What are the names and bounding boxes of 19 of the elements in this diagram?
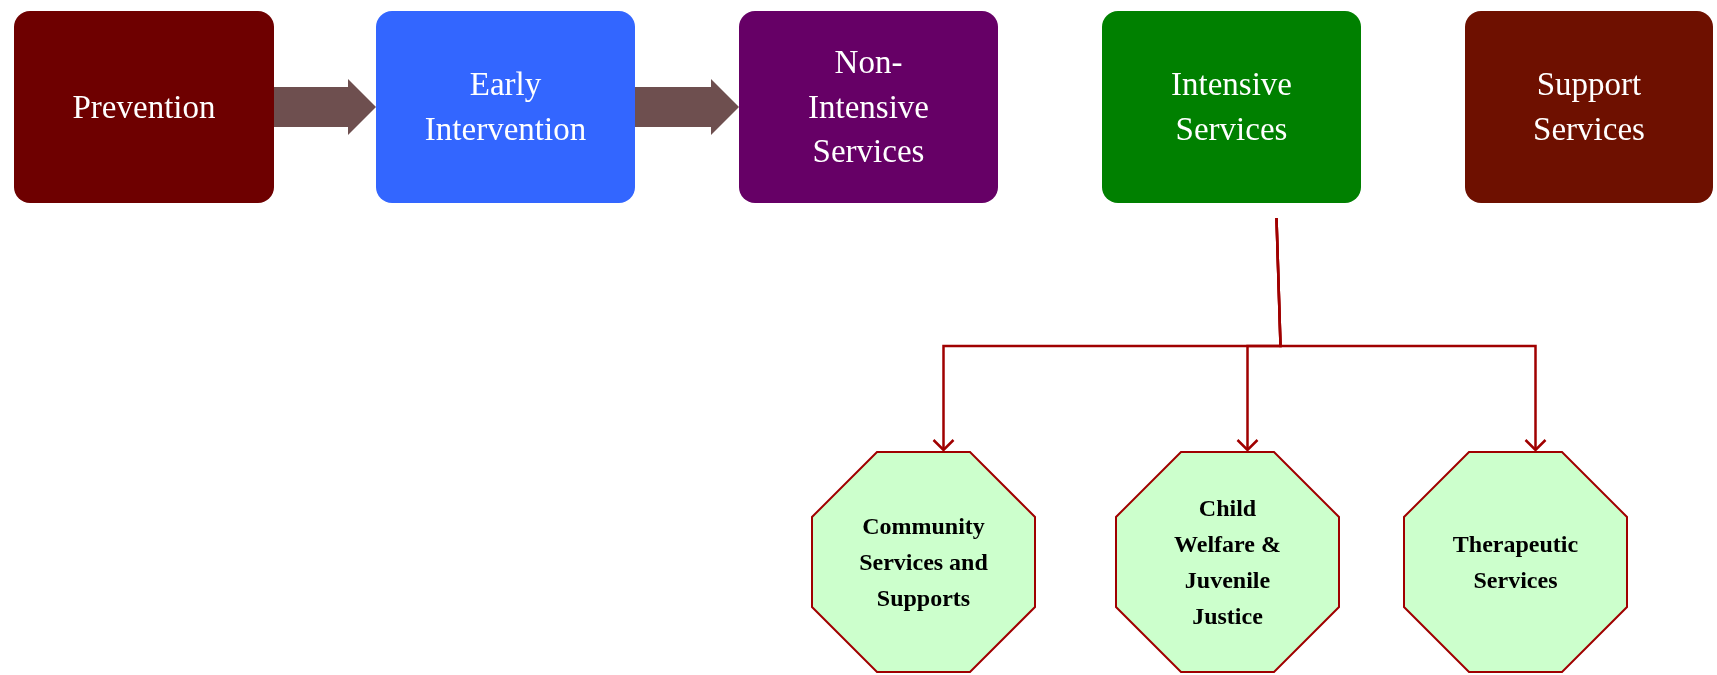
octagon-node: [1115, 451, 1340, 673]
box-label: Intensive Services: [1170, 65, 1293, 149]
octagon-label: Child Welfare & Juvenile Justice: [1173, 494, 1282, 631]
process-box: [739, 11, 998, 203]
octagon-label: Community Services and Supports: [858, 512, 989, 613]
octagon-node: [811, 451, 1036, 673]
process-box: [14, 11, 274, 203]
block-arrow: [274, 79, 376, 135]
block-arrow: [635, 79, 739, 135]
box-label: Prevention: [72, 87, 216, 127]
process-box: [376, 11, 635, 203]
octagon-node: [1403, 451, 1628, 673]
process-box: [1465, 11, 1713, 203]
process-box: [1102, 11, 1361, 203]
box-label: Support Services: [1532, 65, 1646, 149]
box-label: Early Intervention: [423, 65, 588, 149]
arrow: [1275, 217, 1547, 452]
octagon-label: Therapeutic Services: [1451, 530, 1580, 595]
box-label: Non-Intensive Services: [807, 43, 930, 172]
